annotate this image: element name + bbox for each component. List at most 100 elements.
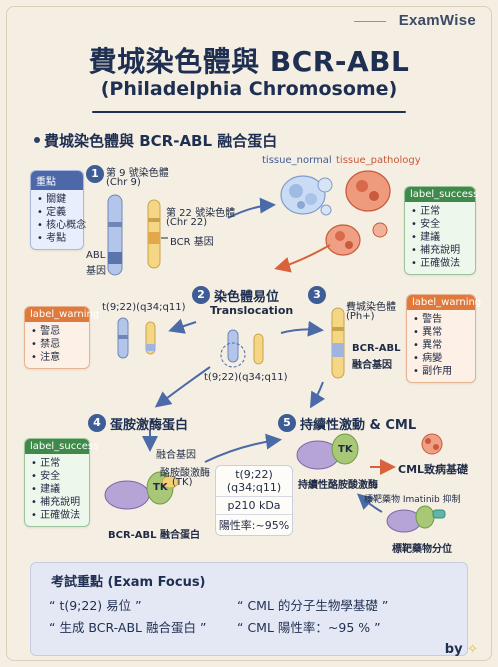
key-point-item: 關鍵 bbox=[37, 193, 77, 206]
info-card-line: t(9;22) bbox=[235, 468, 273, 481]
warning-item: 副作用 bbox=[413, 365, 469, 378]
success-item: 正常 bbox=[31, 457, 83, 470]
arrow-to-step5 bbox=[309, 381, 326, 409]
brand-logo: ExamWise bbox=[398, 12, 476, 29]
abl-gene-label: ABL bbox=[86, 250, 106, 261]
tissue-normal-label: tissue_normal bbox=[262, 155, 332, 166]
step-5-badge: 5 bbox=[278, 414, 296, 432]
step-4-title: 蛋胺激酶蛋白 bbox=[110, 418, 189, 433]
info-card-line: p210 kDa bbox=[216, 496, 292, 514]
fusion-gene-caption: 融合基因 bbox=[156, 450, 196, 461]
warning-item: 注意 bbox=[31, 351, 83, 364]
exam-focus-item: “ 生成 BCR-ABL 融合蛋白 ” bbox=[49, 620, 207, 635]
drug-binding-label: 標靶藥物分位 bbox=[392, 544, 452, 555]
info-card-line: 陽性率:~95% bbox=[216, 514, 292, 535]
active-kinase-label: 持續性酪胺酸激酶 bbox=[298, 480, 378, 491]
step-2-title: 染色體易位 bbox=[214, 290, 280, 305]
success-item: 正確做法 bbox=[31, 509, 83, 522]
section-bullet bbox=[34, 137, 40, 143]
step-3-badge: 3 bbox=[308, 286, 326, 304]
fusion-protein-label: BCR-ABL 融合蛋白 bbox=[108, 530, 201, 541]
chr9-sublabel: (Chr 9) bbox=[106, 177, 141, 188]
banana-icon: ✧ bbox=[467, 642, 478, 657]
arrow-to-tissue bbox=[227, 197, 276, 219]
author-signature: by ✧ bbox=[445, 642, 478, 657]
warning-box-left-head: label_warning bbox=[25, 307, 99, 322]
cml-basis-label: CML致病基礎 bbox=[398, 463, 469, 476]
step-4-badge: 4 bbox=[88, 414, 106, 432]
success-item: 安全 bbox=[31, 470, 83, 483]
translocation-center-chromosomes bbox=[220, 329, 264, 368]
key-points-head: 重點 bbox=[31, 171, 83, 190]
warning-item: 異常 bbox=[413, 339, 469, 352]
success-item: 正確做法 bbox=[411, 257, 469, 270]
key-point-item: 考點 bbox=[37, 232, 77, 245]
chr22-sublabel: (Chr 22) bbox=[166, 217, 208, 228]
step-5-title: 持續性激動 & CML bbox=[300, 418, 417, 433]
exam-focus-item: “ CML 陽性率：~95 % ” bbox=[237, 620, 381, 635]
by-label: by bbox=[444, 642, 463, 657]
tissue-pathology-label: tissue_pathology bbox=[336, 155, 421, 166]
chr22-label: 第 22 號染色體 bbox=[166, 208, 236, 219]
success-item: 補充說明 bbox=[31, 496, 83, 509]
philadelphia-sublabel: (Ph+) bbox=[346, 311, 375, 322]
warning-item: 警告 bbox=[413, 313, 469, 326]
warning-item: 異常 bbox=[413, 326, 469, 339]
warning-box-left: label_warning 警忌 禁忌 注意 bbox=[24, 306, 99, 369]
fusion-protein-illustration bbox=[104, 471, 179, 510]
step-2-subtitle: Translocation bbox=[210, 304, 294, 317]
translocation-left-chromosomes bbox=[117, 317, 156, 359]
arrow-step4-to-step5 bbox=[204, 433, 282, 463]
warning-box-right: label_warning 警告 異常 異常 病變 副作用 bbox=[406, 294, 481, 383]
bcr-gene-label: BCR 基因 bbox=[170, 237, 214, 248]
cml-cells-illustration bbox=[421, 433, 443, 455]
success-box-left-head: label_success bbox=[25, 439, 98, 454]
step-2-badge: 2 bbox=[192, 286, 210, 304]
key-points-box: 重點 關鍵 定義 核心概念 考點 bbox=[30, 170, 86, 250]
chr22-chromosome bbox=[147, 199, 161, 269]
info-card-line: (q34;q11) bbox=[226, 481, 282, 494]
chr9-chromosome bbox=[107, 194, 123, 276]
tk-domain-label: TK bbox=[153, 482, 168, 493]
key-point-item: 定義 bbox=[37, 206, 77, 219]
arrow-translocation-right bbox=[280, 320, 324, 337]
exam-focus-item: “ t(9;22) 易位 ” bbox=[49, 598, 142, 613]
exam-focus-panel: 考試重點 (Exam Focus) “ t(9;22) 易位 ” “ CML 的… bbox=[30, 562, 468, 656]
success-box-right-head: label_success bbox=[405, 187, 478, 202]
page-frame bbox=[6, 6, 492, 661]
warning-item: 病變 bbox=[413, 352, 469, 365]
tissue-pathology-illustration bbox=[325, 170, 391, 256]
page-subtitle: (Philadelphia Chromosome) bbox=[100, 78, 398, 100]
abl-gene-sublabel: 基因 bbox=[86, 266, 106, 277]
active-tk-label: TK bbox=[338, 444, 353, 455]
translocation-info-card: t(9;22) (q34;q11) p210 kDa 陽性率:~95% bbox=[215, 465, 293, 536]
warning-box-right-head: label_warning bbox=[407, 295, 481, 310]
translocation-label-top: t(9;22)(q34;q11) bbox=[102, 302, 186, 313]
kinase-sublabel: (TK) bbox=[172, 477, 193, 488]
success-item: 補充說明 bbox=[411, 244, 469, 257]
subtitle-underline bbox=[92, 111, 406, 113]
drug-inhibit-label: 標靶藥物 Imatinib 抑制 bbox=[364, 495, 461, 505]
success-item: 建議 bbox=[411, 231, 469, 244]
section-heading: 費城染色體與 BCR-ABL 融合蛋白 bbox=[44, 132, 278, 150]
fusion-gene-sublabel: 融合基因 bbox=[352, 360, 392, 371]
brand-rule bbox=[354, 21, 386, 22]
step-1-badge: 1 bbox=[86, 165, 104, 183]
kinase-label: 酪胺酸激酶 bbox=[160, 468, 210, 479]
success-item: 正常 bbox=[411, 205, 469, 218]
success-box-left: label_success 正常 安全 建議 補充說明 正確做法 bbox=[24, 438, 98, 527]
warning-item: 禁忌 bbox=[31, 338, 83, 351]
translocation-label-bottom: t(9;22)(q34;q11) bbox=[204, 372, 288, 383]
chr9-label: 第 9 號染色體 bbox=[106, 168, 169, 179]
tissue-normal-illustration bbox=[280, 175, 333, 216]
arrow-drug-inhibit bbox=[357, 493, 383, 513]
arrow-to-step4 bbox=[154, 366, 211, 408]
warning-item: 警忌 bbox=[31, 325, 83, 338]
success-item: 建議 bbox=[31, 483, 83, 496]
key-point-item: 核心概念 bbox=[37, 219, 86, 232]
fusion-gene-label: BCR-ABL bbox=[352, 343, 401, 354]
active-kinase-illustration bbox=[296, 433, 359, 470]
philadelphia-chromosome bbox=[331, 307, 345, 379]
